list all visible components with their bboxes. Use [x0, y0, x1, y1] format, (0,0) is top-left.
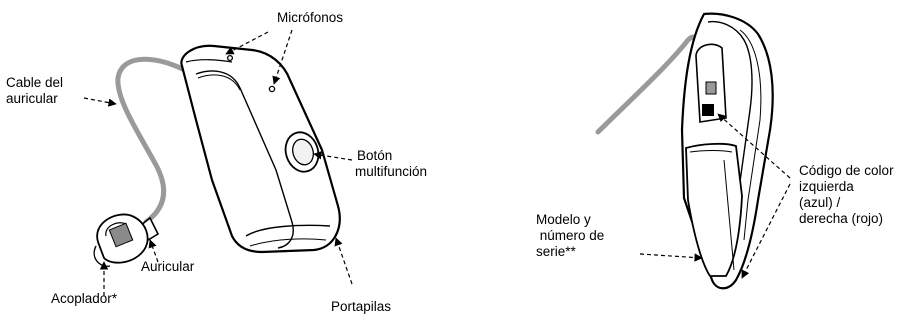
hearing-aid-body-right	[680, 12, 774, 290]
label-receiver-cable-line-1: Cable del	[6, 75, 64, 90]
label-battery-door-line: Portapilas	[331, 299, 392, 314]
label-microphones: Micrófonos	[277, 10, 343, 26]
label-dome: Acoplador*	[51, 291, 117, 307]
label-receiver-cable-line-2: auricular	[6, 91, 58, 106]
label-receiver: Auricular	[141, 259, 194, 275]
label-color-code-line-2: izquierda	[799, 179, 854, 194]
label-microphones-line: Micrófonos	[277, 10, 344, 25]
label-model-serial: Modelo y número de serie**	[536, 212, 604, 260]
label-multifunction-button-line-1: Botón	[357, 148, 393, 163]
label-multifunction-button-line-2: multifunción	[355, 164, 428, 179]
label-receiver-cable: Cable del auricular	[6, 75, 63, 107]
receiver-cable	[115, 56, 191, 225]
right-leader-lines	[639, 113, 791, 279]
label-color-code-line-1: Código de color	[799, 163, 894, 178]
label-color-code: Código de color izquierda (azul) / derec…	[799, 163, 894, 227]
label-receiver-line: Auricular	[141, 259, 195, 274]
label-model-serial-line-2: número de	[536, 228, 605, 243]
label-battery-door: Portapilas	[331, 299, 391, 315]
hearing-aid-body-left	[180, 44, 341, 254]
label-model-serial-line-1: Modelo y	[536, 212, 591, 227]
label-model-serial-line-3: serie**	[536, 244, 576, 259]
label-dome-line: Acoplador*	[51, 291, 118, 306]
left-leader-lines	[83, 29, 353, 296]
label-multifunction-button: Botón multifunción	[355, 148, 427, 180]
label-color-code-line-4: derecha (rojo)	[799, 211, 884, 226]
receiver-assembly	[93, 213, 160, 267]
label-color-code-line-3: (azul) /	[799, 195, 841, 210]
